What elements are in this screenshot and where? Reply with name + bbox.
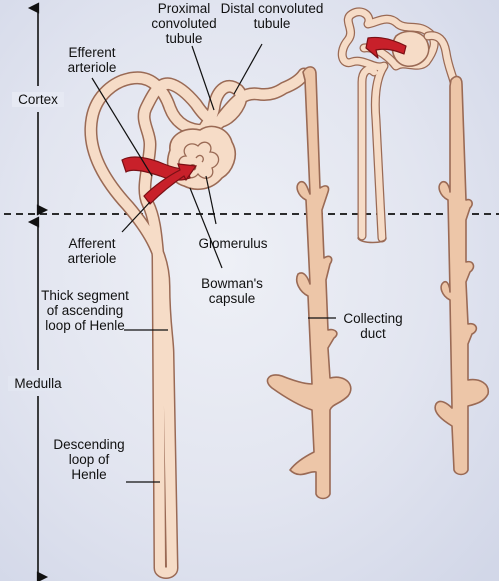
efferent-arteriole-label: Efferent arteriole xyxy=(67,45,117,75)
descending-loop-label: Descending loop of Henle xyxy=(53,437,125,482)
collecting-duct-right xyxy=(434,75,490,476)
proximal-tubule-label: Proximal convoluted tubule xyxy=(151,1,217,46)
collecting-duct-main xyxy=(266,66,352,500)
collecting-duct-right-shape xyxy=(434,75,490,476)
medulla-label: Medulla xyxy=(8,376,68,391)
small-nephron-fill xyxy=(338,8,438,242)
collecting-duct-label: Collecting duct xyxy=(343,311,403,341)
small-loop-bottom xyxy=(357,237,387,244)
leader-lines xyxy=(91,43,336,483)
distal-tubule-label: Distal convoluted tubule xyxy=(220,1,324,31)
leader-bowmans xyxy=(189,187,223,269)
small-nephron xyxy=(337,7,459,244)
small-arteriole-shape xyxy=(365,36,407,59)
leader-efferent xyxy=(91,77,153,177)
leader-afferent xyxy=(121,201,151,233)
small-connecting-tubule-fill xyxy=(424,32,458,86)
main-nephron xyxy=(84,67,311,579)
leader-distal xyxy=(233,43,263,95)
glomerulus-label: Glomerulus xyxy=(198,236,268,251)
leader-glomerulus xyxy=(205,175,217,225)
leader-proximal xyxy=(191,45,215,111)
afferent-arteriole-label: Afferent arteriole xyxy=(67,236,117,266)
thick-ascending-loop-label: Thick segment of ascending loop of Henle xyxy=(41,288,129,333)
distal-tubule-fill xyxy=(217,69,309,123)
bowmans-capsule-label: Bowman's capsule xyxy=(201,276,263,306)
small-capsule-shape xyxy=(391,30,430,68)
afferent-arteriole-shape xyxy=(143,163,198,205)
collecting-duct-main-shape xyxy=(266,66,352,500)
cortex-label: Cortex xyxy=(12,92,64,107)
arterioles xyxy=(121,156,198,205)
